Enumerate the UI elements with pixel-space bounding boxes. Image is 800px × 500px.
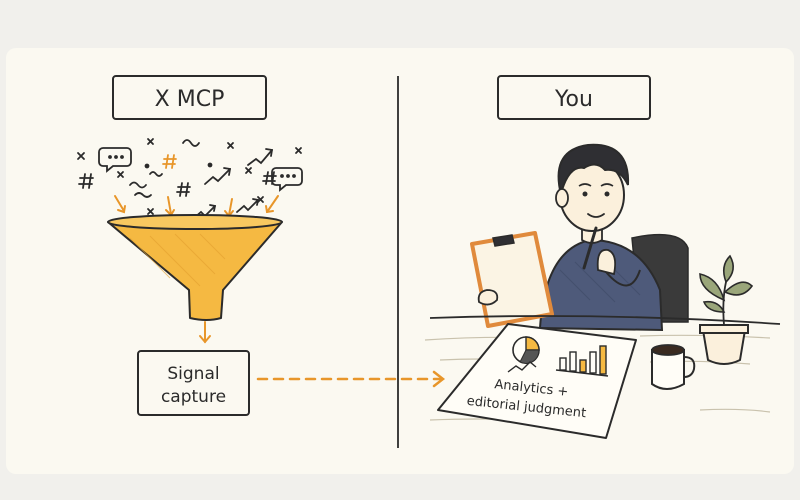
squiggle-icon [149,171,163,177]
trend-arrow-icon [204,167,232,185]
trend-arrow-icon [236,198,260,213]
right-title: You [554,87,593,112]
x-mark-icon [147,138,154,145]
signal-icons [77,138,303,219]
hashtag-icon [262,171,277,185]
analytics-paper: Analytics + editorial judgment [437,323,637,439]
pie-chart-icon [512,336,540,364]
funnel-output-arrow [199,321,211,344]
squiggle-icon [134,192,152,198]
hashtag-icon [176,182,191,197]
squiggle-icon [182,139,200,147]
squiggle-icon [129,181,147,189]
hashtag-icon [78,173,94,189]
trend-arrow-icon [247,148,274,166]
desk-edge [429,315,781,325]
dot [207,162,213,168]
x-mark-icon [117,171,124,178]
dashed-connector-arrow [256,370,446,388]
right-title-box: You [497,75,651,120]
speech-bubble-icon [271,167,303,192]
bar-chart-icon [555,345,609,377]
pen-icon [582,226,598,270]
funnel [107,214,283,321]
left-title-box: X MCP [112,75,267,120]
speech-bubble-icon [98,147,132,173]
plant-icon [699,254,754,365]
clipboard-icon [470,231,554,328]
signal-capture-box: Signal capture [137,350,250,416]
signal-capture-line1: Signal [167,364,219,384]
x-mark-icon [77,152,85,160]
x-mark-icon [245,167,252,174]
x-mark-icon [257,196,264,203]
x-mark-icon [227,142,234,149]
line-sketch-icon [507,361,537,373]
coffee-mug-icon [651,344,696,390]
x-mark-icon [295,147,302,154]
left-title: X MCP [155,87,225,112]
dot [144,163,150,169]
hashtag-icon [162,154,177,169]
signal-capture-line2: capture [161,387,226,407]
x-mark-icon [147,208,154,215]
